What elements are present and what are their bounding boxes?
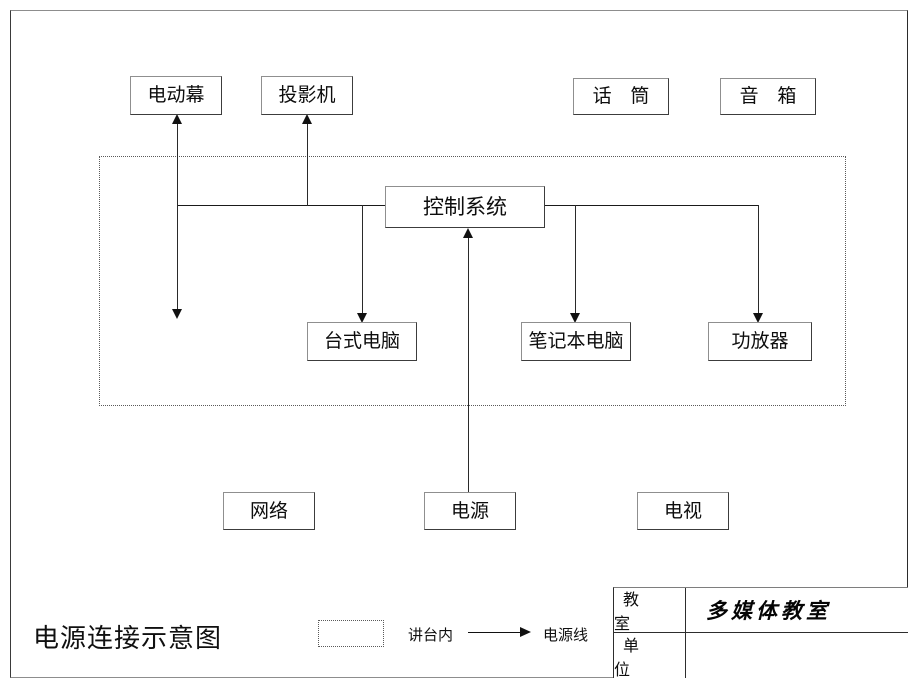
node-projector-label: 投影机 — [278, 85, 336, 106]
node-microphone[interactable]: 话 筒 — [573, 78, 669, 115]
node-screen[interactable]: 电动幕 — [130, 76, 222, 115]
arrowhead-amplifier — [753, 313, 763, 323]
arrowhead-control-system — [463, 228, 473, 238]
node-power-supply[interactable]: 电源 — [424, 492, 516, 530]
title-block: 教 室 多媒体教室 单 位 — [613, 587, 908, 679]
diagram-title: 电源连接示意图 — [33, 624, 223, 653]
node-desktop-pc[interactable]: 台式电脑 — [307, 322, 417, 361]
connector-to-screen — [177, 122, 178, 206]
node-television[interactable]: 电视 — [637, 492, 729, 530]
arrowhead-laptop — [570, 313, 580, 323]
drawing-frame — [10, 10, 908, 678]
title-block-row-classroom: 教 室 多媒体教室 — [614, 588, 908, 633]
arrowhead-screen — [172, 114, 182, 124]
node-projector[interactable]: 投影机 — [261, 76, 353, 115]
node-amplifier-label: 功放器 — [731, 331, 789, 352]
node-laptop[interactable]: 笔记本电脑 — [521, 322, 631, 361]
connector-to-projector — [307, 122, 308, 206]
title-block-value-unit[interactable] — [686, 633, 908, 678]
node-screen-label: 电动幕 — [147, 85, 205, 106]
podium-region-boundary — [99, 156, 846, 406]
connector-left-drop — [177, 205, 178, 309]
node-microphone-label: 话 筒 — [592, 86, 657, 107]
connector-main-bus-left — [177, 205, 385, 206]
node-network[interactable]: 网络 — [223, 492, 315, 530]
arrowhead-desktop-pc — [357, 313, 367, 323]
node-speaker-label: 音 箱 — [739, 86, 804, 107]
title-block-value-classroom[interactable]: 多媒体教室 — [706, 599, 831, 623]
node-network-label: 网络 — [249, 500, 288, 522]
title-block-key-unit: 单 位 — [614, 633, 686, 679]
node-control-system-label: 控制系统 — [423, 194, 507, 219]
legend-powerline-label: 电源线 — [543, 628, 589, 644]
node-desktop-pc-label: 台式电脑 — [323, 331, 400, 352]
node-laptop-label: 笔记本电脑 — [528, 331, 624, 352]
node-amplifier[interactable]: 功放器 — [708, 322, 812, 361]
title-block-key-classroom: 教 室 — [614, 588, 686, 633]
node-control-system[interactable]: 控制系统 — [385, 186, 545, 228]
node-speaker[interactable]: 音 箱 — [720, 78, 816, 115]
node-television-label: 电视 — [663, 500, 702, 522]
connector-main-bus-right — [545, 205, 759, 206]
legend-podium-label: 讲台内 — [408, 628, 454, 644]
connector-to-desktop-pc — [362, 205, 363, 315]
arrowhead-projector — [302, 114, 312, 124]
connector-to-laptop — [575, 205, 576, 315]
title-block-row-unit: 单 位 — [614, 633, 908, 679]
legend-powerline-arrowhead — [520, 627, 531, 637]
legend-powerline-arrow — [468, 632, 520, 633]
legend-podium-swatch — [318, 620, 384, 647]
node-power-supply-label: 电源 — [450, 500, 489, 522]
arrowhead-left-drop — [172, 309, 182, 319]
connector-to-amplifier — [758, 205, 759, 315]
connector-power-to-control — [468, 236, 469, 492]
